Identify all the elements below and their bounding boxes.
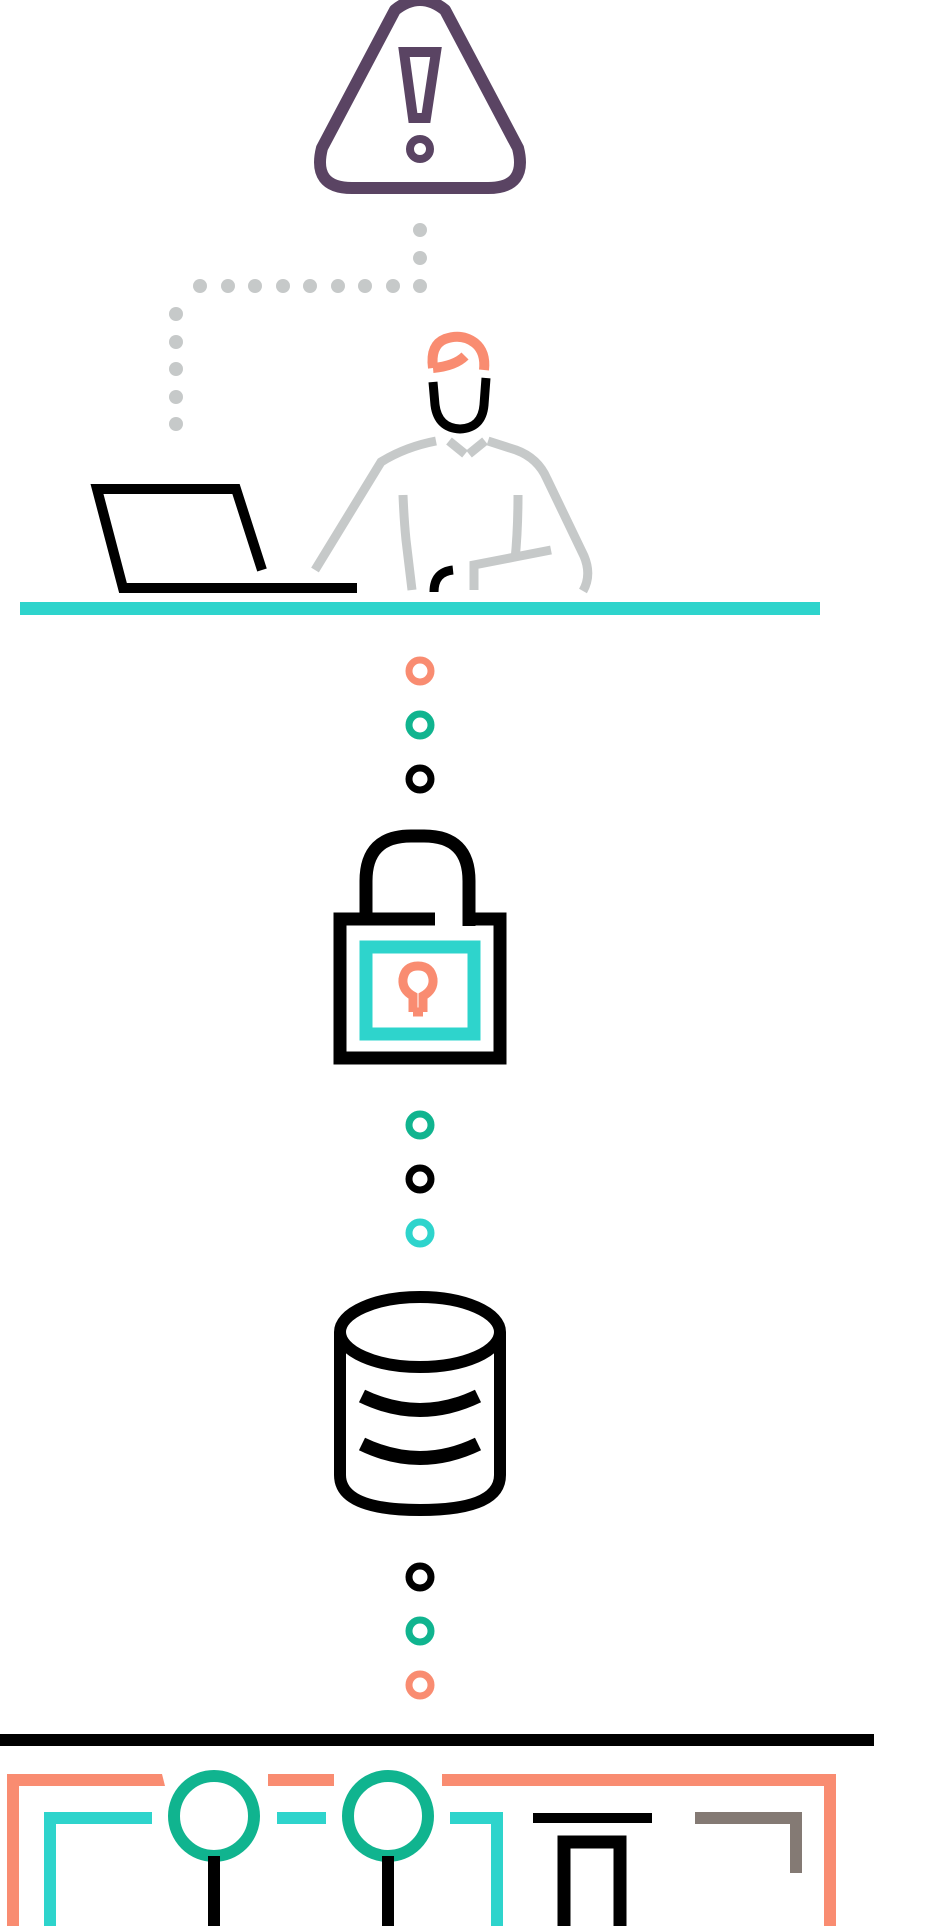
connector-dot (169, 362, 183, 376)
connector-dot (413, 223, 427, 237)
keyhole-icon (403, 966, 433, 1012)
person-at-laptop-icon (315, 337, 588, 592)
connector-dot (169, 390, 183, 404)
connector-desk-to-lock (409, 660, 431, 790)
network-baseline (0, 1734, 874, 1746)
connector-dot (248, 279, 262, 293)
desk-line (20, 602, 820, 615)
connector-database-to-network (409, 1566, 431, 1696)
connector-dot (303, 279, 317, 293)
connector-dot (386, 279, 400, 293)
padlock-icon (340, 836, 500, 1058)
lock-inner-frame (366, 947, 474, 1034)
database-icon (340, 1297, 500, 1510)
connector-dot (331, 279, 345, 293)
laptop-icon (97, 487, 357, 588)
hair-band (433, 356, 465, 368)
connector-dot (193, 279, 207, 293)
connector-dot (276, 279, 290, 293)
hand (434, 570, 453, 592)
connector-dot (413, 251, 427, 265)
connector-dot (221, 279, 235, 293)
warning-triangle-icon (320, 0, 520, 188)
network-infrastructure-icon (13, 1774, 830, 1926)
connector-dot (169, 335, 183, 349)
connector-dot (169, 307, 183, 321)
connector-lock-to-database (409, 1114, 431, 1244)
connector-dot (413, 279, 427, 293)
dotted-connector-path (169, 223, 427, 431)
connector-dot (358, 279, 372, 293)
connector-dot (169, 417, 183, 431)
